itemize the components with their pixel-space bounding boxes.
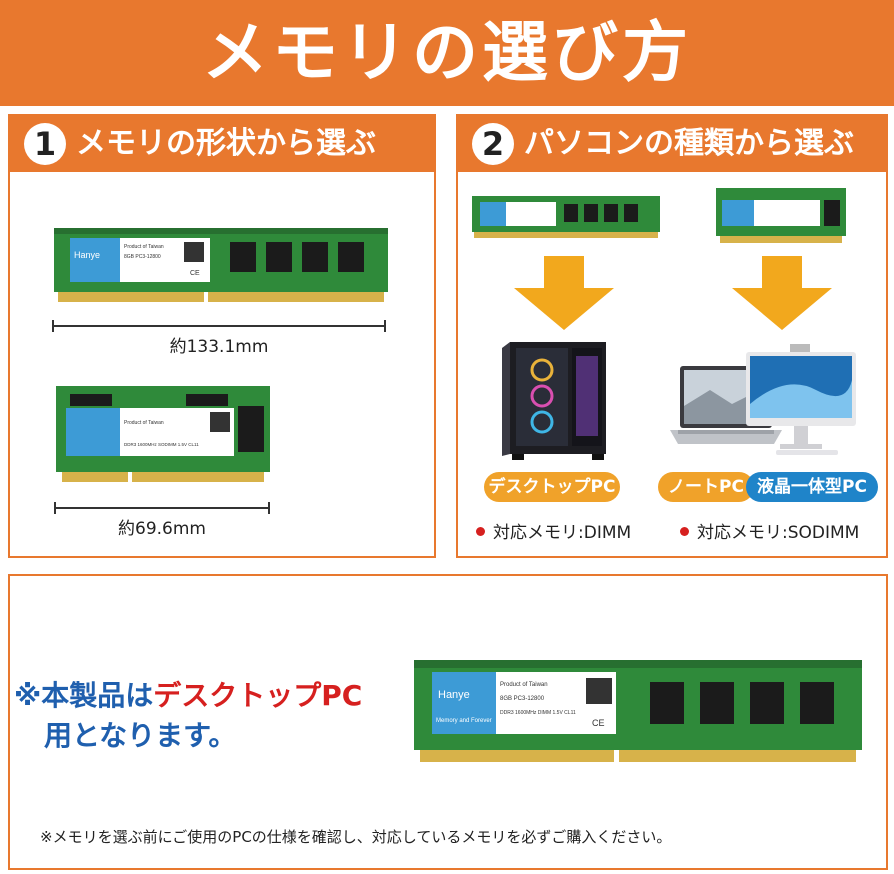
product-brand: Hanye: [438, 689, 470, 701]
notice-highlight: デスクトップPC: [153, 679, 363, 712]
module-ce: CE: [190, 270, 200, 277]
sodimm-module-image: Product of Taiwan DDR3 1600MHz SODIMM 1.…: [56, 386, 270, 482]
laptop-pc-badge: ノートPC: [658, 472, 754, 502]
dimm-module-image: Hanye Product of Taiwan 8GB PC3-12800 CE: [54, 228, 388, 302]
all-in-one-pc-badge: 液晶一体型PC: [746, 472, 878, 502]
sodimm-spec: DDR3 1600MHz SODIMM 1.5V CL11: [124, 442, 199, 447]
down-arrow-desktop: [514, 256, 614, 330]
sodimm-length-label: 約69.6mm: [118, 519, 206, 539]
laptop-req-text: 対応メモリ:SODIMM: [697, 523, 860, 543]
module-brand: Hanye: [74, 250, 100, 260]
step-number: 2: [472, 123, 514, 165]
desktop-req-text: 対応メモリ:DIMM: [493, 523, 632, 543]
banner-title: メモリの選び方: [202, 14, 692, 91]
shape-panel: 1 メモリの形状から選ぶ Hanye Product of Taiwan 8GB…: [8, 114, 436, 558]
notice-suffix: 用となります。: [44, 719, 237, 752]
all-in-one-pc-image: [746, 344, 856, 455]
bullet-dot: [476, 526, 485, 536]
title-banner: メモリの選び方: [0, 0, 894, 106]
product-origin: Product of Taiwan: [500, 682, 548, 688]
shape-panel-header: 1 メモリの形状から選ぶ: [10, 116, 434, 172]
pc-type-panel-header: 2 パソコンの種類から選ぶ: [458, 116, 886, 172]
desktop-memory-requirement: 対応メモリ:DIMM: [476, 518, 631, 543]
desktop-pc-image: [502, 342, 606, 460]
footer-notice: ※メモリを選ぶ前にご使用のPCの仕様を確認し、対応しているメモリを必ずご購入くだ…: [40, 828, 672, 846]
product-capacity: 8GB PC3-12800: [500, 696, 545, 702]
sodimm-dimension-line: [54, 502, 270, 514]
pc-type-panel: 2 パソコンの種類から選ぶ: [456, 114, 888, 558]
shape-panel-title: メモリの形状から選ぶ: [76, 126, 376, 161]
dimm-length-label: 約133.1mm: [169, 337, 269, 357]
product-brand-sub: Memory and Forever: [436, 718, 492, 724]
step-number: 1: [24, 123, 66, 165]
product-spec: DDR3 1600MHz DIMM 1.5V CL11: [500, 710, 576, 716]
product-notice: ※本製品はデスクトップPC 用となります。: [14, 676, 362, 756]
small-sodimm-image: [716, 188, 846, 243]
module-origin: Product of Taiwan: [124, 244, 164, 250]
notice-panel: Hanye Memory and Forever Product of Taiw…: [8, 574, 888, 870]
desktop-pc-badge: デスクトップPC: [484, 472, 620, 502]
small-dimm-image: [472, 196, 660, 238]
product-dimm-image: Hanye Memory and Forever Product of Taiw…: [414, 660, 862, 762]
down-arrow-laptop: [732, 256, 832, 330]
laptop-memory-requirement: 対応メモリ:SODIMM: [680, 518, 859, 543]
bullet-dot: [680, 526, 689, 536]
module-spec: 8GB PC3-12800: [124, 254, 161, 260]
sodimm-origin: Product of Taiwan: [124, 420, 164, 426]
product-ce: CE: [592, 718, 605, 728]
dimm-dimension-line: [52, 320, 386, 332]
notice-prefix: ※本製品は: [14, 679, 154, 712]
pc-type-panel-title: パソコンの種類から選ぶ: [524, 126, 854, 161]
